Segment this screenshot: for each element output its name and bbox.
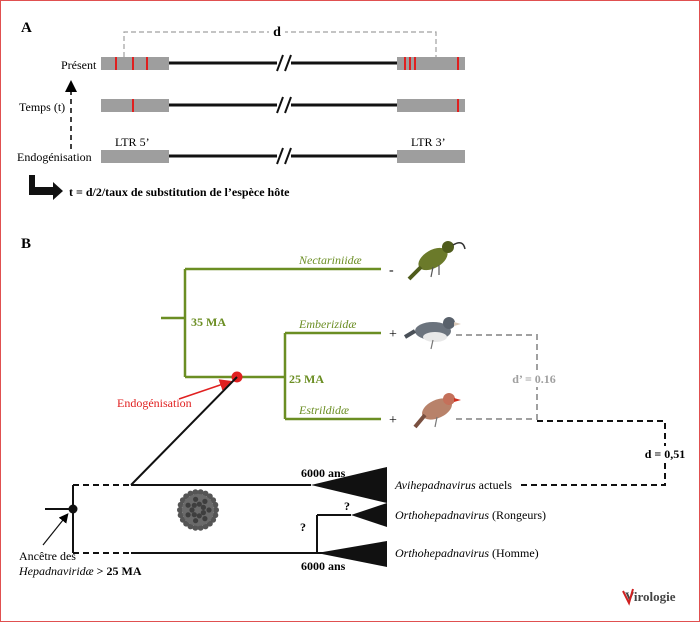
host-tree: [161, 267, 381, 421]
clade-ortho-rodent-label: Orthohepadnavirus (Rongeurs): [395, 508, 546, 522]
waxbill-icon: [413, 393, 461, 429]
virus-particle-icon: [177, 489, 219, 531]
virologie-logo: Virologie: [622, 588, 676, 606]
clade-avihepadnavirus-label: Avihepadnavirus actuels: [394, 478, 512, 492]
junco-icon: [403, 317, 461, 350]
row-label-present: Présent: [61, 58, 97, 72]
formula-text: t = d/2/taux de substitution de l’espèce…: [69, 185, 290, 199]
ancestor-node: [68, 504, 78, 514]
ancestor-label-line1: Ancêtre des: [19, 549, 76, 563]
panel-a-label: A: [21, 20, 32, 36]
ortho-human-clade-triangle: [317, 541, 387, 567]
genome-row-time: [101, 96, 465, 114]
clade-ortho-human-label: Orthohepadnavirus (Homme): [395, 546, 539, 560]
distance-label: d: [273, 25, 281, 40]
endogenisation-pointer: [178, 379, 232, 400]
node-25ma-label: 25 MA: [289, 372, 324, 386]
ltr-right-box: [397, 150, 465, 163]
family-estrildidae: Estrildidæ: [298, 403, 349, 417]
ltr-5-label: LTR 5’: [115, 135, 150, 149]
node-35ma-label: 35 MA: [191, 315, 226, 329]
time-label-bottom: 6000 ans: [301, 559, 346, 573]
family-emberizidae: Emberizidæ: [298, 317, 356, 331]
ltr-right-box: [397, 99, 465, 112]
sign-emberizidae: +: [389, 327, 397, 342]
genome-row-endogenisation: [101, 147, 465, 165]
ancestor-pointer: [42, 513, 69, 546]
row-label-time: Temps (t): [19, 100, 65, 114]
panel-b-label: B: [21, 236, 31, 252]
family-nectariniidae: Nectariniidæ: [298, 253, 362, 267]
sign-nectariniidae: -: [389, 263, 394, 278]
virus-tree: [45, 376, 351, 554]
d-label: d = 0,51: [645, 447, 686, 461]
endogenisation-label: Endogénisation: [117, 396, 192, 410]
ortho-rodent-clade-triangle: [351, 503, 387, 527]
row-label-endogenisation: Endogénisation: [17, 150, 92, 164]
question-mark-2: ?: [300, 520, 306, 534]
bent-arrow-icon: [29, 175, 63, 200]
ltr-right-box: [397, 57, 465, 70]
avihepadnavirus-clade-triangle: [311, 467, 387, 503]
ltr-3-label: LTR 3’: [411, 135, 446, 149]
genome-row-present: [101, 54, 465, 72]
sign-estrildidae: +: [389, 413, 397, 428]
sunbird-icon: [407, 241, 466, 281]
ltr-left-box: [101, 150, 169, 163]
ancestor-label-line2: Hepadnaviridæ > 25 MA: [18, 564, 142, 578]
svg-text:Virologie: Virologie: [625, 589, 676, 604]
time-label-top: 6000 ans: [301, 466, 346, 480]
ltr-left-box: [101, 99, 169, 112]
ltr-left-box: [101, 57, 169, 70]
d-prime-label: d’ = 0.16: [512, 372, 556, 386]
question-mark-1: ?: [344, 499, 350, 513]
